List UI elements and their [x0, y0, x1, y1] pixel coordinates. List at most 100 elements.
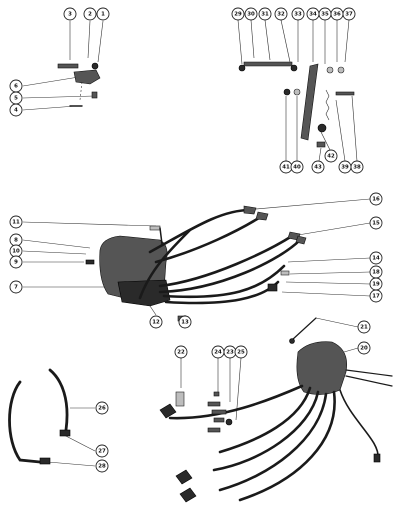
callout-35: 35: [318, 7, 332, 21]
callout-15: 15: [369, 216, 383, 230]
callout-number: 27: [98, 448, 106, 454]
callout-number: 16: [372, 196, 380, 202]
callout-18: 18: [369, 265, 383, 279]
washer-part: [316, 141, 326, 148]
callout-11: 11: [9, 215, 23, 229]
callout-number: 40: [293, 164, 301, 170]
callout-number: 13: [181, 319, 189, 325]
callout-number: 43: [314, 164, 322, 170]
linkage-assembly: [237, 19, 358, 162]
lead-wire-part: [8, 380, 42, 464]
nut-part: [317, 123, 327, 133]
callout-number: 35: [321, 11, 329, 17]
callout-number: 4: [14, 107, 18, 113]
callout-number: 20: [360, 345, 368, 351]
callout-number: 39: [341, 164, 349, 170]
washer-part: [91, 91, 98, 99]
second-distributor-assembly: [159, 317, 393, 503]
callout-number: 9: [14, 259, 18, 265]
callout-17: 17: [369, 289, 383, 303]
spring-part: [325, 89, 330, 121]
link-rod-part: [243, 61, 293, 67]
callout-24: 24: [211, 345, 225, 359]
spark-plug-wire-part: [218, 386, 312, 454]
callout-12: 12: [149, 315, 163, 329]
callout-number: 14: [372, 255, 380, 261]
callout-number: 31: [261, 11, 269, 17]
bushing-part: [293, 88, 301, 96]
callout-41: 41: [279, 160, 293, 174]
lead-wire-assembly: [8, 368, 96, 467]
callout-31: 31: [258, 7, 272, 21]
callout-37: 37: [342, 7, 356, 21]
callout-42: 42: [324, 149, 338, 163]
bracket-assembly: [22, 20, 104, 111]
callout-6: 6: [9, 79, 23, 93]
callout-number: 11: [12, 219, 20, 225]
screw-part: [57, 63, 79, 69]
callout-number: 26: [98, 405, 106, 411]
callout-10: 10: [9, 244, 23, 258]
callout-9: 9: [9, 255, 23, 269]
distributor-cap-part: [296, 341, 347, 395]
callout-13: 13: [178, 315, 192, 329]
callout-32: 32: [274, 7, 288, 21]
callout-4: 4: [9, 103, 23, 117]
callout-34: 34: [306, 7, 320, 21]
callout-23: 23: [223, 345, 237, 359]
callout-40: 40: [290, 160, 304, 174]
callout-number: 24: [214, 349, 222, 355]
callout-22: 22: [174, 345, 188, 359]
callout-27: 27: [95, 444, 109, 458]
callout-number: 2: [88, 11, 92, 17]
lead-wire-part: [48, 368, 69, 432]
callout-25: 25: [234, 345, 248, 359]
callout-number: 41: [282, 164, 290, 170]
callout-number: 5: [14, 95, 18, 101]
callout-1: 1: [96, 7, 110, 21]
callout-8: 8: [9, 233, 23, 247]
callout-number: 6: [14, 83, 18, 89]
rod-end-part: [238, 64, 246, 72]
bracket-part: [73, 69, 101, 85]
callout-19: 19: [369, 277, 383, 291]
callout-number: 22: [177, 349, 185, 355]
callout-number: 36: [333, 11, 341, 17]
callout-38: 38: [350, 160, 364, 174]
callout-5: 5: [9, 91, 23, 105]
callout-28: 28: [95, 459, 109, 473]
callout-number: 21: [360, 324, 368, 330]
callout-number: 18: [372, 269, 380, 275]
bushing-part: [283, 88, 291, 96]
callout-number: 3: [68, 11, 72, 17]
callout-43: 43: [311, 160, 325, 174]
callout-number: 1: [101, 11, 105, 17]
callout-33: 33: [291, 7, 305, 21]
callout-number: 32: [277, 11, 285, 17]
callout-number: 28: [98, 463, 106, 469]
callout-36: 36: [330, 7, 344, 21]
distributor-body-part: [117, 279, 171, 307]
callout-number: 8: [14, 237, 18, 243]
callout-number: 19: [372, 281, 380, 287]
clip-part: [326, 66, 334, 74]
nut-part: [91, 62, 99, 70]
callout-number: 30: [247, 11, 255, 17]
distributor-assembly: [22, 198, 371, 322]
pin-part: [335, 91, 355, 96]
callout-39: 39: [338, 160, 352, 174]
lever-arm-part: [300, 63, 319, 141]
callout-number: 7: [14, 284, 18, 290]
callout-number: 23: [226, 349, 234, 355]
callout-29: 29: [231, 7, 245, 21]
callout-3: 3: [63, 7, 77, 21]
callout-set: 3 2 1 6 5 4 29 30 31 32 33 34 35 36 37 4…: [9, 7, 383, 473]
spark-plug-wire-part: [149, 225, 161, 231]
callout-number: 38: [353, 164, 361, 170]
callout-14: 14: [369, 251, 383, 265]
callout-7: 7: [9, 280, 23, 294]
callout-30: 30: [244, 7, 258, 21]
callout-number: 25: [237, 349, 245, 355]
callout-number: 34: [309, 11, 317, 17]
